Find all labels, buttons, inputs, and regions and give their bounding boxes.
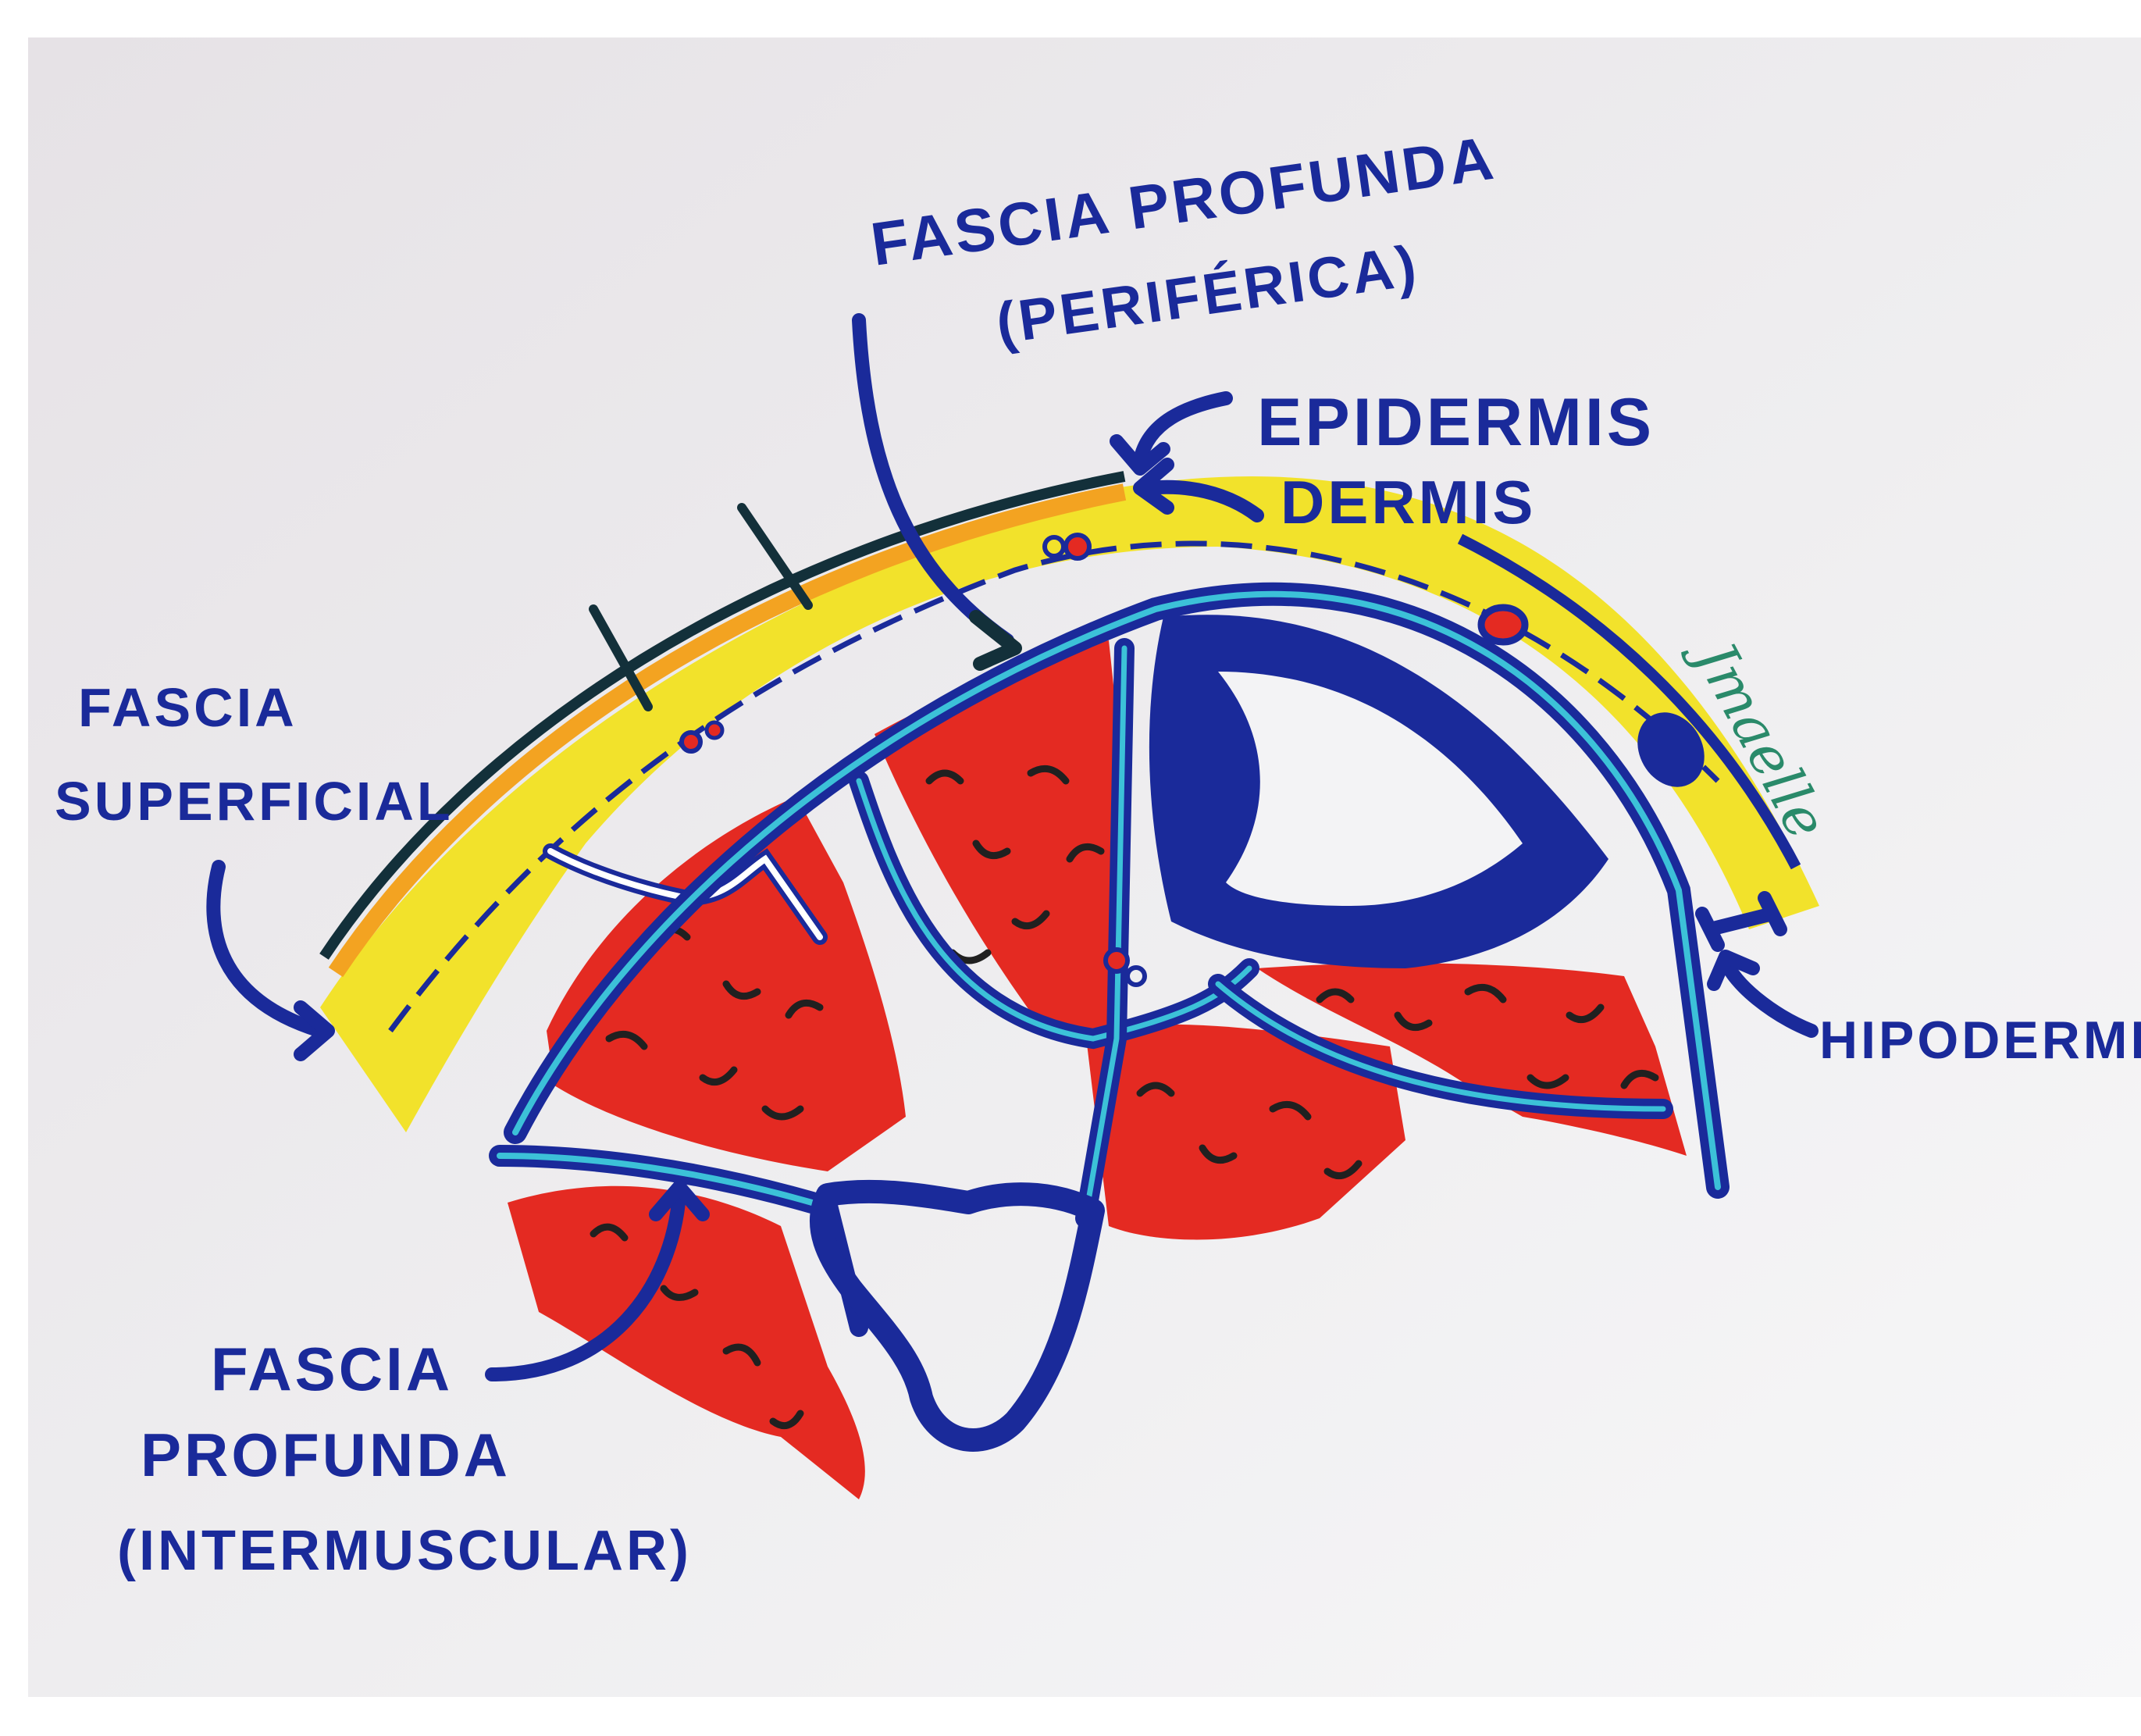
label-dermis: DERMIS xyxy=(1281,468,1536,536)
label-fascia-profunda-intermuscular-line3: (INTERMUSCULAR) xyxy=(117,1520,692,1582)
label-fascia-superficial-line2: SUPERFICIAL xyxy=(55,771,454,832)
label-hipodermis: HIPODERMIS xyxy=(1819,1011,2141,1070)
label-fascia-profunda-intermuscular-line1: FASCIA xyxy=(211,1335,453,1403)
label-fascia-profunda-intermuscular-line2: PROFUNDA xyxy=(141,1421,511,1489)
label-fascia-superficial-line1: FASCIA xyxy=(78,677,297,738)
label-epidermis: EPIDERMIS xyxy=(1257,385,1655,460)
